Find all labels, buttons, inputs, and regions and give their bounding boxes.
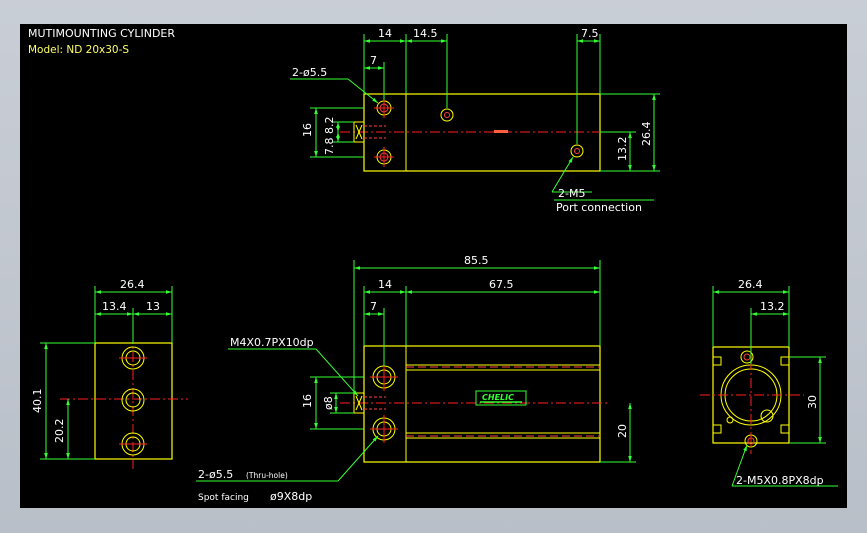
top-rod-end — [353, 121, 365, 143]
top-port-callout: 2-M5 — [558, 187, 585, 200]
front-rod-end — [353, 392, 365, 414]
left-dim-13: 13 — [146, 300, 160, 313]
model-label: Model: ND 20x30-S — [28, 44, 129, 56]
left-end-view: 26.4 13.4 13 40.1 20.2 — [31, 278, 188, 469]
top-hole-callout: 2-ø5.5 — [292, 66, 327, 79]
top-label-mark — [494, 130, 508, 133]
front-spot-label: Spot facing — [198, 493, 249, 503]
front-dim-85-5: 85.5 — [464, 254, 489, 267]
right-thread-callout: 2-M5X0.8PX8dp — [736, 474, 824, 487]
right-dim-30: 30 — [806, 395, 819, 409]
left-dim-13-4: 13.4 — [102, 300, 127, 313]
front-brand-label — [475, 390, 527, 406]
front-hole-callout: 2-ø5.5 — [198, 468, 233, 481]
front-dim-7: 7 — [370, 300, 377, 313]
left-dim-40-1: 40.1 — [31, 389, 44, 414]
top-dim-7: 7 — [370, 54, 377, 67]
front-brand-text: CHELIC — [482, 393, 514, 402]
front-thru-note: (Thru-hole) — [246, 471, 288, 480]
front-view-body — [363, 345, 601, 463]
cad-drawing-canvas[interactable]: MUTIMOUNTING CYLINDER Model: ND 20x30-S — [20, 24, 847, 508]
top-dim-13-2: 13.2 — [616, 137, 629, 162]
top-dim-26-4: 26.4 — [640, 122, 653, 147]
left-dim-20-2: 20.2 — [53, 419, 66, 444]
right-end-view: 26.4 13.2 30 2-M5X0.8PX8dp — [700, 278, 838, 487]
front-thread-callout: M4X0.7PX10dp — [230, 336, 314, 349]
front-dim-14: 14 — [378, 278, 392, 291]
front-dim-67-5: 67.5 — [489, 278, 514, 291]
front-spot-value: ø9X8dp — [270, 490, 312, 503]
top-dim-14: 14 — [378, 27, 392, 40]
drawing-title: MUTIMOUNTING CYLINDER — [28, 27, 175, 40]
top-dim-7-8: 7.8 — [323, 138, 336, 156]
front-dim-20: 20 — [616, 424, 629, 438]
right-thread-hole-upper — [740, 350, 754, 364]
top-dim-16: 16 — [301, 123, 314, 137]
front-dim-8: ø8 — [322, 396, 335, 410]
left-hole-middle — [121, 388, 145, 412]
left-dim-26-4: 26.4 — [120, 278, 145, 291]
top-dim-7-5: 7.5 — [581, 27, 599, 40]
top-dim-14-5: 14.5 — [413, 27, 438, 40]
top-dim-8-2: 8.2 — [323, 117, 336, 135]
cad-drawing: MUTIMOUNTING CYLINDER Model: ND 20x30-S — [28, 27, 838, 503]
right-dim-13-2: 13.2 — [760, 300, 785, 313]
front-dim-16: 16 — [301, 394, 314, 408]
front-view: CHELIC 85.5 14 67.5 7 M4X0.7PX10dp 16 ø8… — [196, 254, 636, 503]
top-port-label: Port connection — [556, 201, 642, 214]
top-port-upper — [440, 108, 454, 122]
top-port-lower — [570, 144, 584, 158]
right-dim-26-4: 26.4 — [738, 278, 763, 291]
top-view: 14 14.5 7.5 7 2-ø5.5 16 7.8 8.2 26.4 13.… — [290, 27, 660, 214]
